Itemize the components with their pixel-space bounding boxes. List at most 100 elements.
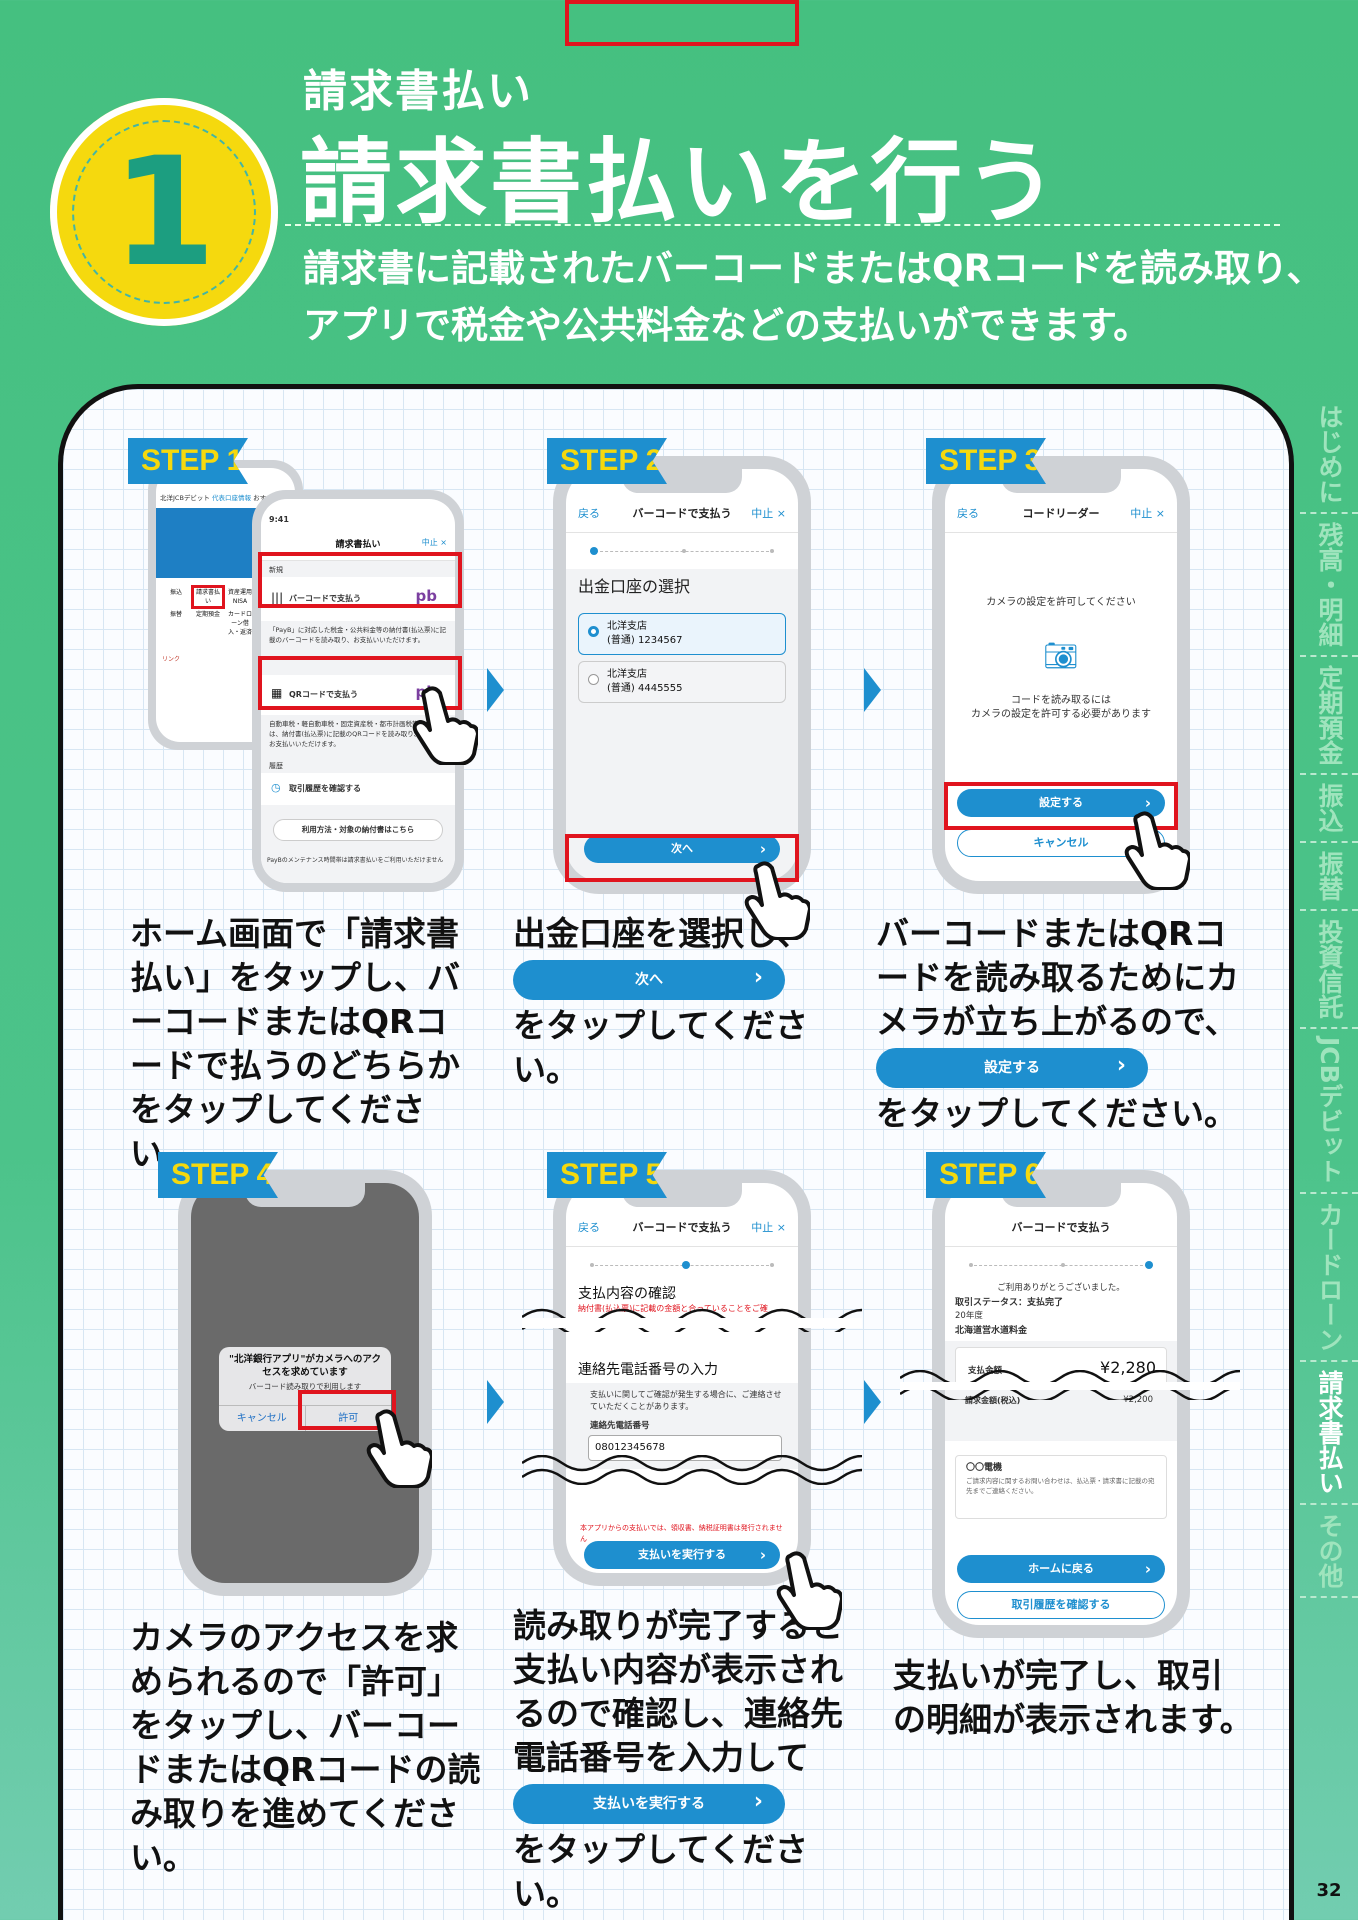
step-caption: ホーム画面で「請求書払い」をタップし、バーコードまたはQRコードで払うのどちらか… (130, 914, 460, 1173)
step-badge: STEP 2 (547, 438, 667, 484)
amount-value: ¥2,280 (1100, 1358, 1156, 1377)
home-menu-item[interactable]: カードローン借入・返済 (227, 611, 252, 636)
qr-pay-label: QRコードで支払う (289, 690, 358, 699)
home-menu-item[interactable]: 資産運用NISA (227, 589, 252, 605)
thanks-msg: ご利用ありがとうございました。 (997, 1283, 1125, 1293)
barcode-pay-row[interactable]: ||| バーコードで支払う pb (261, 577, 455, 621)
step-badge-label: STEP (560, 1158, 639, 1191)
tap-hand-icon (776, 1551, 842, 1630)
warning-text: 納付書(払込票)に記載の金額と合っていることをご確 (578, 1304, 768, 1313)
back-button[interactable]: 戻る (957, 507, 979, 520)
payment-confirm-phone: 戻るバーコードで支払う中止 × 支払内容の確認 納付書(払込票)に記載の金額と合… (553, 1170, 811, 1586)
page-number: 32 (1316, 1880, 1342, 1901)
cancel-button[interactable]: キャンセル (957, 829, 1165, 857)
step-caption: 支払いが完了し、取引の明細が表示されます。 (893, 1656, 1253, 1739)
phone-desc: 支払いに関してご確認が発生する場合に、ご連絡させていただくことがあります。 (590, 1390, 782, 1411)
step-arrow-icon (487, 668, 504, 712)
phone-label: 連絡先電話番号 (590, 1421, 650, 1431)
side-nav-item[interactable]: 投資信託 (1300, 911, 1358, 1029)
transaction-status: 取引ステータス：支払完了 (955, 1298, 1064, 1308)
tap-hand-icon (744, 861, 810, 940)
next-button[interactable]: 次へ (584, 835, 780, 863)
step-caption: 出金口座を選択し、 次へ をタップしてください。 (513, 912, 853, 1092)
dialog-cancel-button[interactable]: キャンセル (219, 1406, 306, 1431)
step-badge-label: STEP (939, 1158, 1018, 1191)
company-note: ご請求内容に関するお問い合わせは、払込票・請求書に記載の宛先までご連絡ください。 (966, 1477, 1155, 1495)
side-nav-item[interactable]: 振替 (1300, 843, 1358, 911)
stop-button[interactable]: 中止 × (751, 1221, 786, 1234)
home-menu-item-billpay[interactable]: 請求書払い (191, 585, 225, 609)
home-link-item[interactable]: リンク (162, 656, 181, 663)
caption-settings-pill: 設定する (876, 1046, 1148, 1088)
highlight-barcode (258, 552, 462, 608)
amount-label: 支払金額 (968, 1366, 1003, 1376)
side-nav-item[interactable]: 定期預金 (1300, 657, 1358, 775)
step-badge-label: STEP (171, 1158, 250, 1191)
company-card: 〇〇電機 ご請求内容に関するお問い合わせは、払込票・請求書に記載の宛先までご連絡… (955, 1455, 1167, 1519)
dialog-title: "北洋銀行アプリ"がカメラへのアクセスを求めています (229, 1354, 381, 1378)
caption-next-pill: 次へ (513, 958, 785, 1000)
screen-title: バーコードで支払う (632, 1221, 732, 1234)
account-option[interactable]: 北洋支店(普通) 4445555 (578, 661, 786, 703)
tap-hand-icon (366, 1409, 432, 1488)
stop-button[interactable]: 中止 × (1130, 507, 1165, 520)
step-number-circle: 1 (50, 98, 278, 326)
stop-button[interactable]: 中止 × (751, 507, 786, 520)
dialog-allow-button[interactable]: 許可 (338, 1413, 359, 1424)
account-branch: 北洋支店 (607, 621, 647, 632)
progress-steps (590, 1261, 774, 1269)
back-button[interactable]: 戻る (578, 507, 600, 520)
side-nav-label: はじめに (1315, 404, 1344, 504)
highlight-pay (565, 0, 799, 46)
caption-text: をタップしてください。 (513, 1830, 809, 1913)
home-button[interactable]: ホームに戻る (957, 1555, 1165, 1583)
caption-pay-pill: 支払いを実行する (513, 1782, 785, 1824)
stop-button[interactable]: 中止 × (421, 538, 447, 547)
back-button[interactable]: 戻る (578, 1221, 600, 1234)
camera-reason-msg: コードを読み取るには (1011, 695, 1111, 706)
home-menu-item[interactable]: 定期預金 (195, 611, 220, 618)
side-nav-label: カードローン (1315, 1201, 1344, 1352)
history-button[interactable]: 取引履歴を確認する (957, 1591, 1165, 1619)
company-name: 〇〇電機 (966, 1463, 1003, 1473)
camera-permission-msg: カメラの設定を許可してください (986, 597, 1136, 608)
step-arrow-icon (487, 1380, 504, 1424)
account-branch: 北洋支店 (607, 669, 647, 680)
settings-button[interactable]: 設定する (957, 789, 1165, 817)
screen-title: バーコードで支払う (632, 507, 732, 520)
side-nav-item[interactable]: 請求書払い (1300, 1362, 1358, 1505)
pay-execute-button[interactable]: 支払いを実行する (584, 1541, 780, 1569)
status-time: 9:41 (269, 515, 289, 524)
side-nav-item[interactable]: 振込 (1300, 775, 1358, 843)
home-menu-item[interactable]: 振替 (169, 611, 182, 618)
history-row[interactable]: ◷ 取引履歴を確認する (261, 773, 455, 805)
step-caption: 読み取りが完了すると支払い内容が表示されるので確認し、連絡先電話番号を入力して … (513, 1604, 858, 1916)
side-nav-item[interactable]: JCBデビット (1300, 1029, 1358, 1194)
permission-dialog: "北洋銀行アプリ"がカメラへのアクセスを求めています バーコード読み取りで利用し… (219, 1347, 391, 1431)
tap-hand-icon (412, 686, 478, 765)
side-nav-item[interactable]: その他 (1300, 1505, 1358, 1598)
step-badge-label: STEP (939, 444, 1018, 477)
side-nav-item[interactable]: カードローン (1300, 1194, 1358, 1362)
account-option-selected[interactable]: 北洋支店(普通) 1234567 (578, 613, 786, 655)
step-badge: STEP 6 (926, 1152, 1046, 1198)
payee-name: 北海道営水道料金 (955, 1326, 1028, 1336)
section-heading: 連絡先電話番号の入力 (578, 1362, 718, 1378)
step-badge-label: STEP (560, 444, 639, 477)
step-arrow-icon (864, 1380, 881, 1424)
home-menu-item[interactable]: 振込 (169, 589, 182, 596)
side-nav-item[interactable]: 残高・明細 (1300, 514, 1358, 657)
billed-label: 請求金額(税込) (965, 1396, 1021, 1405)
title-divider (285, 224, 1280, 226)
section-number: 1 (111, 126, 217, 300)
home-menu-grid: 振込 請求書払い 資産運用NISA 振替 定期預金 カードローン借入・返済 リン… (162, 585, 282, 664)
side-nav-item[interactable]: はじめに (1300, 396, 1358, 514)
qr-pay-desc: 自動車税・軽自動車税・固定資産税・都市計画税等は、納付書(払込票)に記載のQRコ… (269, 720, 420, 748)
step-badge: STEP 5 (547, 1152, 667, 1198)
side-nav-label: 定期預金 (1315, 665, 1344, 765)
usage-button[interactable]: 利用方法・対象の納付書はこちら (273, 819, 443, 841)
dialog-subtitle: バーコード読み取りで利用します (248, 1382, 362, 1391)
side-nav-label: 振替 (1315, 851, 1344, 901)
step-badge: STEP 1 (128, 438, 248, 484)
